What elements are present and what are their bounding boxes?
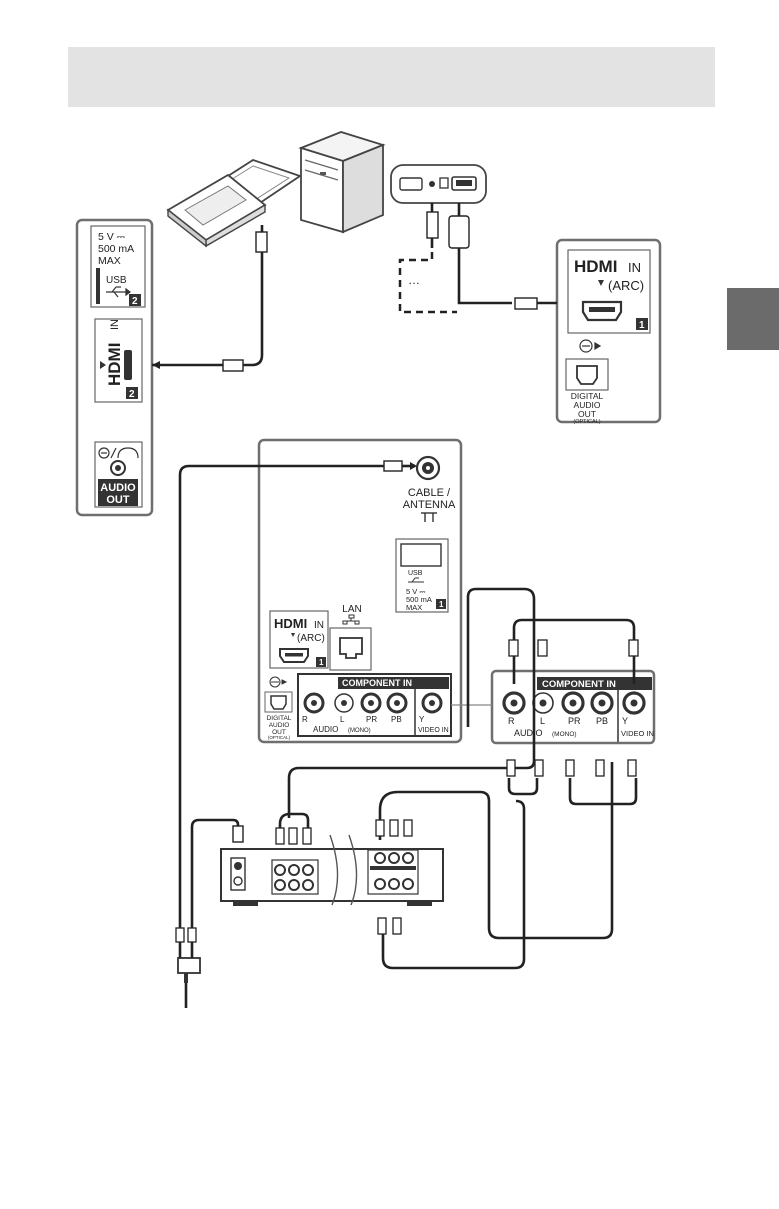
antenna-splitter — [178, 958, 200, 1008]
rear-y-label: Y — [419, 715, 425, 724]
rear-mono-label: (MONO) — [348, 728, 371, 734]
big-audio-sub: AUDIO — [514, 728, 543, 738]
rear-hdmi-arc-label: (ARC) — [297, 633, 325, 644]
side-usb-label: USB — [106, 275, 127, 286]
side-usb-ma-label: 500 mA — [98, 243, 134, 255]
arc-hdmi-arc-label: (ARC) — [608, 278, 644, 293]
big-video-in-label: VIDEO IN — [621, 729, 654, 738]
big-r-label: R — [508, 716, 515, 726]
side-usb-port[interactable] — [96, 268, 100, 304]
rear-optical-label: (OPTICAL) — [268, 735, 291, 740]
big-component-title: COMPONENT IN — [542, 679, 616, 690]
big-pr-label: PR — [568, 716, 581, 726]
rear-optical-port[interactable] — [271, 696, 286, 709]
component-in-panel: COMPONENT IN R L PR PB Y AUDIO (MONO) VI… — [492, 671, 654, 743]
side-out-label: OUT — [106, 494, 130, 506]
header-bar — [68, 47, 715, 107]
rear-hdmi-in-label: IN — [314, 620, 324, 631]
side-hdmi-in-label: IN — [109, 319, 121, 330]
arc-hdmi-logo: HDMI — [574, 257, 617, 276]
hdmi-arc-panel: HDMI IN (ARC) 1 DIGITAL AUDIO OUT (OPTIC… — [557, 240, 660, 425]
rear-l-label: L — [340, 715, 345, 724]
side-tab — [727, 288, 779, 350]
antenna-label: ANTENNA — [403, 499, 456, 511]
side-hdmi-badge-num: 2 — [129, 389, 135, 400]
side-usb-power-label: 5 V ⎓ — [98, 231, 126, 243]
side-hdmi-port[interactable] — [124, 350, 132, 380]
lan-label: LAN — [342, 604, 361, 615]
big-pb-label: PB — [596, 716, 608, 726]
rear-usb-port[interactable] — [401, 544, 441, 566]
rear-component-title: COMPONENT IN — [342, 678, 412, 688]
rear-pb-label: PB — [391, 715, 402, 724]
big-y-label: Y — [622, 716, 628, 726]
pc-port-callout — [391, 165, 486, 203]
external-av-device — [221, 835, 443, 906]
side-usb-badge-num: 2 — [132, 296, 138, 307]
arc-optical-port[interactable] — [577, 366, 597, 384]
rear-audio-label: AUDIO — [269, 722, 290, 729]
side-hdmi-logo: HDMI — [105, 343, 124, 386]
arc-out-label: OUT — [578, 409, 596, 419]
rear-audio-sub: AUDIO — [313, 725, 338, 734]
rear-digital-label: DIGITAL — [267, 715, 292, 722]
cable-dots: … — [408, 273, 420, 287]
big-l-label: L — [540, 716, 545, 726]
rear-video-in-label: VIDEO IN — [418, 727, 449, 734]
arc-hdmi-badge-num: 1 — [639, 320, 645, 331]
rear-usb-label: USB — [408, 570, 423, 577]
tv-rear-panel: CABLE / ANTENNA USB 5 V ⎓ 500 mA MAX 1 L… — [259, 440, 461, 742]
desktop-pc-illustration — [301, 132, 383, 232]
rear-hdmi-logo: HDMI — [274, 616, 307, 631]
side-panel: 5 V ⎓ 500 mA MAX USB 2 HDMI IN 2 AUDIO O — [77, 220, 152, 515]
rear-usb-max-label: MAX — [406, 603, 422, 612]
cable-label: CABLE / — [408, 487, 451, 499]
side-audio-label: AUDIO — [100, 482, 136, 494]
rear-hdmi-badge-num: 1 — [319, 658, 324, 667]
big-mono-label: (MONO) — [552, 731, 577, 738]
rear-usb-badge-num: 1 — [439, 600, 444, 609]
rear-r-label: R — [302, 715, 308, 724]
arc-hdmi-in-label: IN — [628, 260, 641, 275]
side-usb-max-label: MAX — [98, 255, 121, 267]
arc-optical-label: (OPTICAL) — [573, 419, 600, 425]
rear-pr-label: PR — [366, 715, 377, 724]
laptop-illustration — [168, 160, 300, 246]
